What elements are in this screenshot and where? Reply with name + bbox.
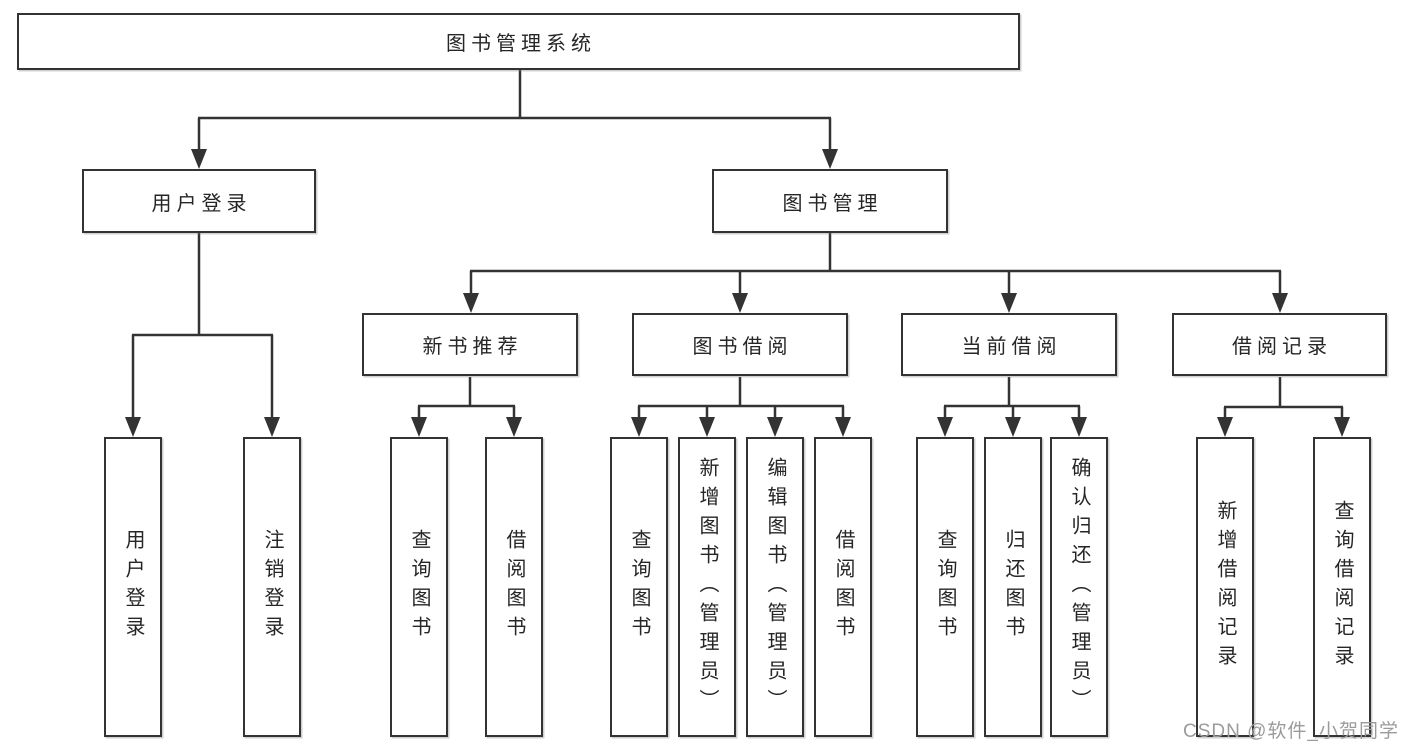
- node-label: 查询图书: [934, 529, 956, 645]
- node-book-management-module: 图书管理: [712, 169, 948, 233]
- node-label: 用户登录: [122, 529, 144, 645]
- node-label: 借阅图书: [503, 529, 525, 645]
- node-label: 当前借阅: [961, 336, 1062, 358]
- node-label: 新增图书（管理员）: [696, 456, 718, 718]
- node-cb-confirm-return-admin: 确认归还（管理员）: [1050, 437, 1108, 737]
- node-label: 图书管理: [782, 192, 883, 215]
- node-label: 图书管理系统: [446, 33, 596, 55]
- node-cb-query-book: 查询图书: [916, 437, 974, 737]
- node-label: 新增借阅记录: [1214, 500, 1236, 674]
- node-book-borrowing: 图书借阅: [632, 313, 848, 376]
- node-user-login-module: 用户登录: [82, 169, 316, 233]
- node-bb-borrow-book: 借阅图书: [814, 437, 872, 737]
- node-label: 注销登录: [261, 529, 283, 645]
- node-nbr-borrow-book: 借阅图书: [485, 437, 543, 737]
- node-br-add-borrow-record: 新增借阅记录: [1196, 437, 1254, 737]
- node-label: 查询借阅记录: [1331, 500, 1353, 674]
- node-cb-return-book: 归还图书: [984, 437, 1042, 737]
- node-label: 查询图书: [408, 529, 430, 645]
- arrowheads: [125, 149, 1350, 437]
- node-label: 归还图书: [1002, 529, 1024, 645]
- node-bb-add-book-admin: 新增图书（管理员）: [678, 437, 736, 737]
- node-label: 用户登录: [151, 192, 252, 215]
- node-current-borrowing: 当前借阅: [901, 313, 1117, 376]
- node-bb-query-book: 查询图书: [610, 437, 668, 737]
- node-label: 图书借阅: [692, 336, 793, 358]
- node-library-system: 图书管理系统: [17, 13, 1020, 70]
- node-new-book-recommend: 新书推荐: [362, 313, 578, 376]
- node-label: 编辑图书（管理员）: [764, 456, 786, 718]
- csdn-watermark: CSDN @软件_小贺同学: [1183, 721, 1399, 742]
- node-logout-leaf: 注销登录: [243, 437, 301, 737]
- node-label: 借阅图书: [832, 529, 854, 645]
- node-label: 查询图书: [628, 529, 650, 645]
- node-label: 新书推荐: [422, 336, 523, 358]
- node-label: 确认归还（管理员）: [1068, 456, 1090, 718]
- node-br-query-borrow-record: 查询借阅记录: [1313, 437, 1371, 737]
- node-bb-edit-book-admin: 编辑图书（管理员）: [746, 437, 804, 737]
- node-label: 借阅记录: [1232, 336, 1332, 358]
- node-user-login-leaf: 用户登录: [104, 437, 162, 737]
- node-nbr-query-book: 查询图书: [390, 437, 448, 737]
- node-borrowing-records: 借阅记录: [1172, 313, 1387, 376]
